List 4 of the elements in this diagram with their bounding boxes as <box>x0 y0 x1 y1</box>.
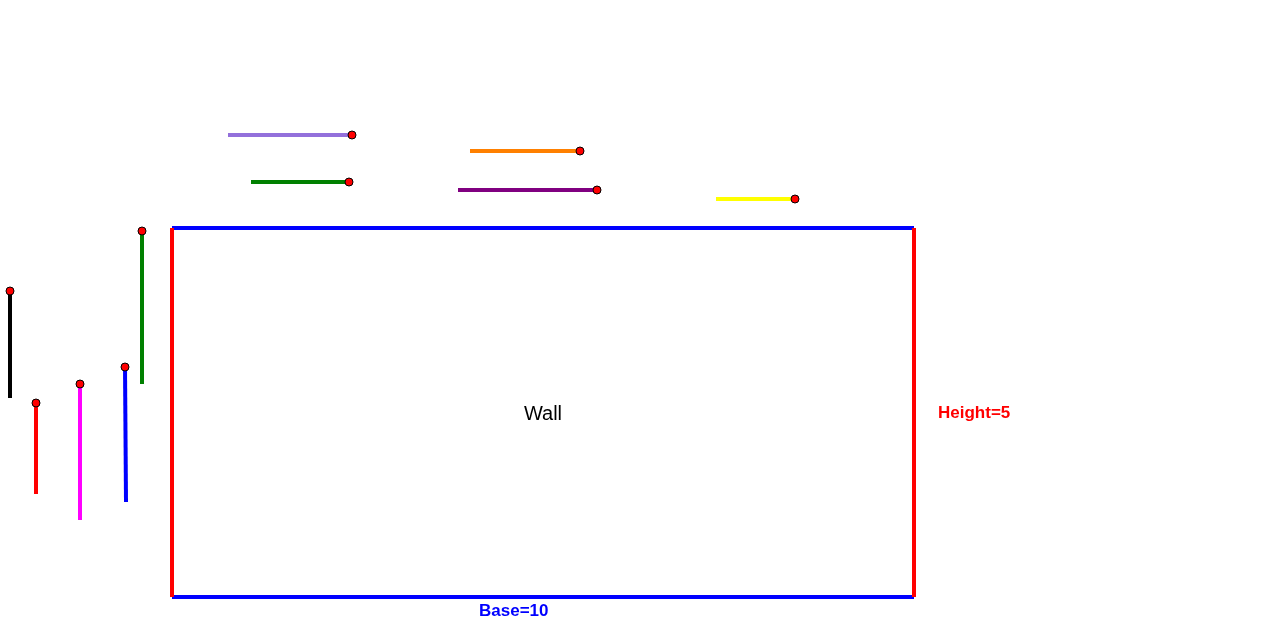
wall-label: Wall <box>523 401 563 424</box>
base-label: Base=10 <box>479 601 549 621</box>
wall-rectangle <box>170 226 916 599</box>
height-label: Height=5 <box>938 403 1011 423</box>
